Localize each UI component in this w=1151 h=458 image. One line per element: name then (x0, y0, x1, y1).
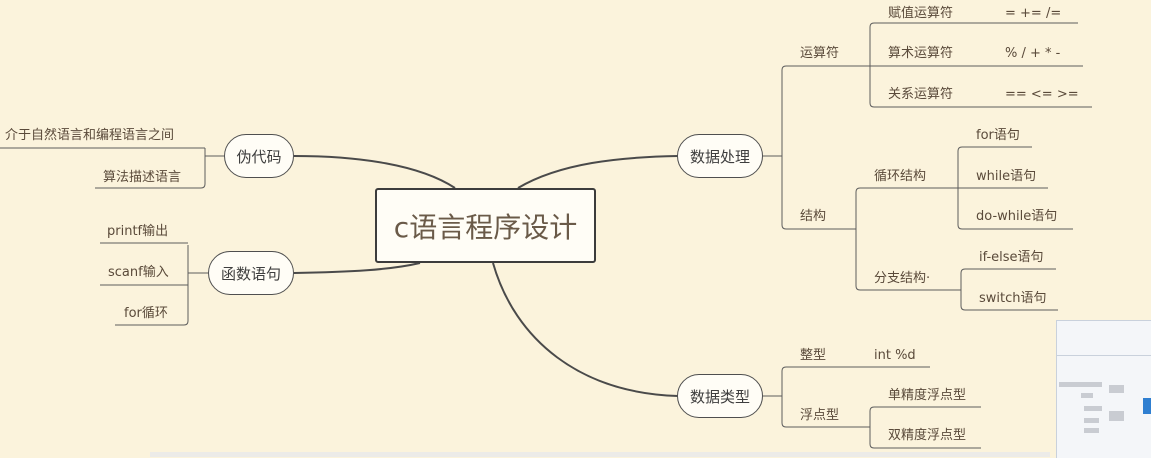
subtopic-relational-ops[interactable]: 关系运算符 (888, 87, 954, 102)
horizontal-scrollbar[interactable] (150, 452, 1050, 457)
subtopic-double-precision[interactable]: 双精度浮点型 (888, 428, 967, 443)
subtopic-arithmetic-ops[interactable]: 算术运算符 (888, 46, 954, 61)
topic-function-statements[interactable]: 函数语句 (208, 251, 294, 295)
relational-ops-symbols: == <= >= (1005, 87, 1079, 102)
subtopic-algorithm-language[interactable]: 算法描述语言 (103, 170, 182, 185)
subtopic-assignment-ops[interactable]: 赋值运算符 (888, 6, 954, 21)
connector-root-dataproc (517, 155, 679, 189)
subtopic-branch-structure[interactable]: 分支结构· (874, 271, 931, 286)
topic-data-types[interactable]: 数据类型 (677, 374, 763, 418)
minimap-panel[interactable] (1056, 320, 1151, 458)
subtopic-natural-vs-programming[interactable]: 介于自然语言和编程语言之间 (5, 128, 175, 143)
subtopic-switch-statement[interactable]: switch语句 (979, 291, 1047, 306)
subtopic-for-statement[interactable]: for语句 (976, 128, 1020, 143)
integer-format: int %d (874, 348, 916, 363)
topic-data-processing[interactable]: 数据处理 (677, 134, 763, 178)
root-topic[interactable]: c语言程序设计 (375, 188, 596, 263)
subtopic-for-loop[interactable]: for循环 (124, 306, 168, 321)
subtopic-scanf[interactable]: scanf输入 (108, 265, 169, 280)
subtopic-single-precision[interactable]: 单精度浮点型 (888, 388, 967, 403)
assignment-ops-symbols: = += /= (1005, 6, 1062, 21)
subtopic-if-else-statement[interactable]: if-else语句 (979, 250, 1044, 265)
arithmetic-ops-symbols: % / + * - (1005, 46, 1061, 61)
subtopic-printf[interactable]: printf输出 (107, 224, 169, 239)
topic-pseudocode[interactable]: 伪代码 (224, 134, 294, 178)
subtopic-float[interactable]: 浮点型 (800, 408, 840, 423)
connector-root-pseudocode (293, 155, 456, 189)
connector-root-functions (293, 262, 421, 274)
connector-root-datatypes (492, 262, 679, 397)
subtopic-do-while-statement[interactable]: do-while语句 (976, 209, 1058, 224)
subtopic-integer[interactable]: 整型 (800, 348, 827, 363)
subtopic-while-statement[interactable]: while语句 (976, 169, 1037, 184)
subtopic-structure[interactable]: 结构 (800, 209, 827, 224)
subtopic-loop-structure[interactable]: 循环结构 (874, 169, 927, 184)
subtopic-operators[interactable]: 运算符 (800, 46, 840, 61)
